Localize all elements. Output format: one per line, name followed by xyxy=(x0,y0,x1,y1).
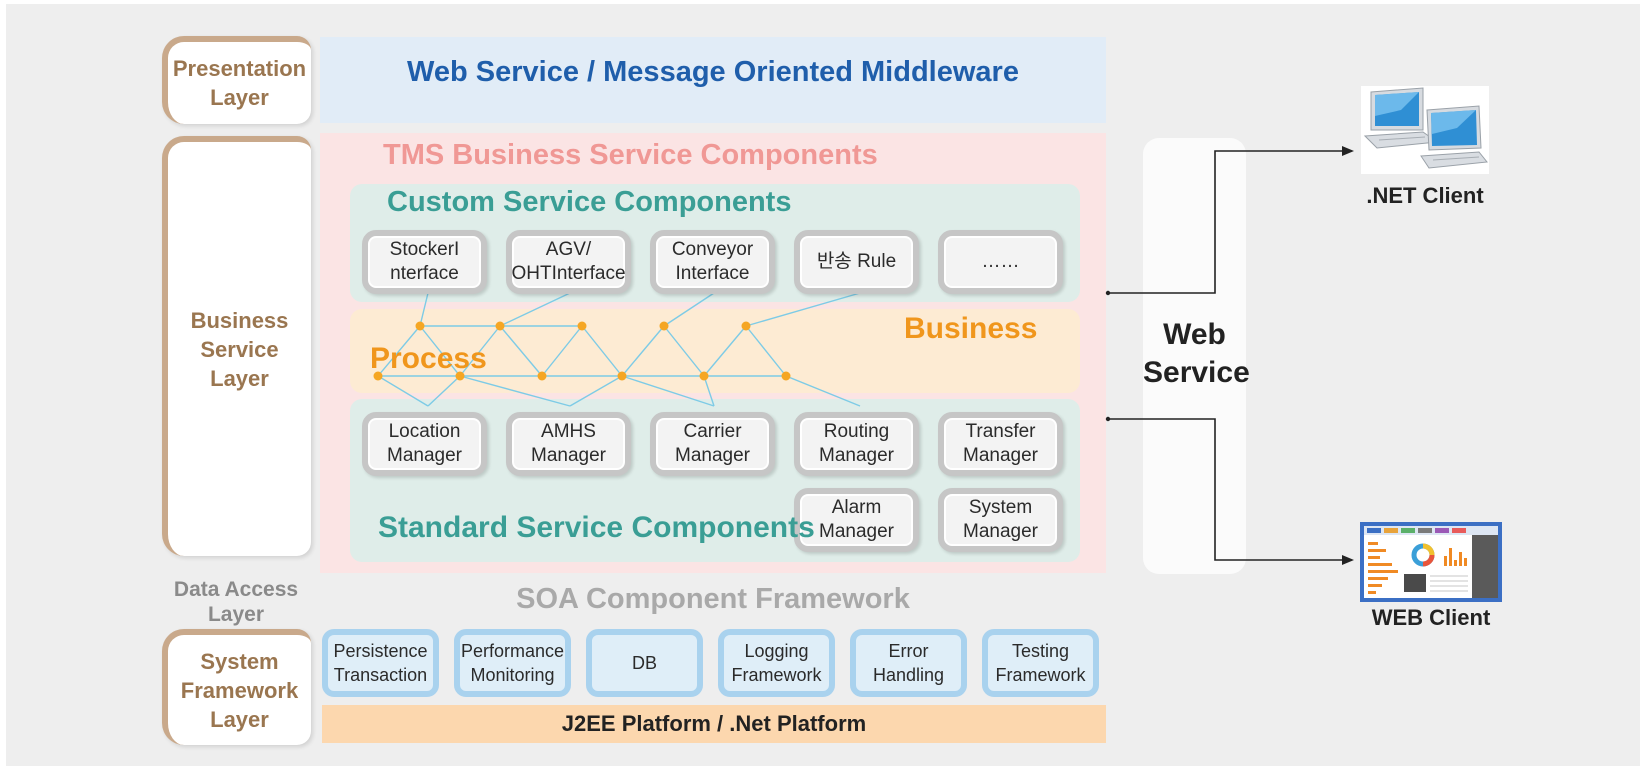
component-label: Transfer Manager xyxy=(963,421,1038,466)
stocker-interface-component: StockerI nterface xyxy=(362,230,487,294)
routing-manager-component: Routing Manager xyxy=(794,412,919,476)
custom-service-title: Custom Service Components xyxy=(387,186,792,218)
performance-monitoring-component: Performance Monitoring xyxy=(454,629,571,697)
web-client-label: WEB Client xyxy=(1371,605,1491,630)
platform-label: J2EE Platform / .Net Platform xyxy=(561,711,867,736)
framework-label: Testing Framework xyxy=(995,641,1086,685)
web-dashboard-icon xyxy=(1360,522,1502,602)
component-label: AMHS Manager xyxy=(531,421,606,466)
business-service-layer-label: Business Service Layer xyxy=(162,136,311,556)
presentation-title: Web Service / Message Oriented Middlewar… xyxy=(407,56,1019,88)
framework-label: Persistence Transaction xyxy=(333,641,428,685)
data-access-layer-label: Data Access Layer xyxy=(160,577,312,627)
web-service-label: Web Service xyxy=(1143,318,1250,389)
component-label: Carrier Manager xyxy=(675,421,750,466)
web-service-box xyxy=(1143,138,1246,574)
framework-label: Logging Framework xyxy=(731,641,822,685)
more-component: …… xyxy=(938,230,1063,294)
business-label: Business xyxy=(904,312,1038,345)
system-framework-layer-label: System Framework Layer xyxy=(162,629,311,745)
amhs-manager-component: AMHS Manager xyxy=(506,412,631,476)
process-label: Process xyxy=(370,342,487,375)
component-label: 반송 Rule xyxy=(816,251,897,272)
component-label: Routing Manager xyxy=(819,421,894,466)
component-label: AGV/ OHTInterface xyxy=(511,239,626,284)
component-label: Conveyor Interface xyxy=(671,239,754,284)
agv-oht-interface-component: AGV/ OHTInterface xyxy=(506,230,631,294)
error-handling-component: Error Handling xyxy=(850,629,967,697)
location-manager-component: Location Manager xyxy=(362,412,487,476)
component-label: System Manager xyxy=(963,497,1038,542)
business-layer-text: Business Service Layer xyxy=(190,307,289,391)
framework-label: Performance Monitoring xyxy=(460,641,565,685)
platform-bar: J2EE Platform / .Net Platform xyxy=(322,705,1106,743)
tms-title: TMS Business Service Components xyxy=(383,139,878,171)
conveyor-interface-component: Conveyor Interface xyxy=(650,230,775,294)
persistence-transaction-component: Persistence Transaction xyxy=(322,629,439,697)
component-label: Alarm Manager xyxy=(819,497,894,542)
system-framework-layer-text: System Framework Layer xyxy=(180,648,299,732)
presentation-layer-text: Presentation Layer xyxy=(172,56,307,110)
standard-service-title: Standard Service Components xyxy=(378,511,815,544)
component-label: Location Manager xyxy=(387,421,462,466)
testing-framework-component: Testing Framework xyxy=(982,629,1099,697)
net-client-label: .NET Client xyxy=(1366,183,1484,208)
presentation-panel xyxy=(320,37,1106,123)
db-component: DB xyxy=(586,629,703,697)
carrier-manager-component: Carrier Manager xyxy=(650,412,775,476)
framework-label: DB xyxy=(631,653,657,673)
framework-label: Error Handling xyxy=(872,641,945,685)
data-access-layer-text: Data Access Layer xyxy=(173,578,299,626)
soa-framework-title: SOA Component Framework xyxy=(516,583,910,615)
transfer-manager-component: Transfer Manager xyxy=(938,412,1063,476)
component-label: …… xyxy=(981,251,1020,272)
alarm-manager-component: Alarm Manager xyxy=(794,488,919,552)
presentation-layer-label: Presentation Layer xyxy=(162,36,311,124)
computers-icon xyxy=(1361,86,1489,174)
system-manager-component: System Manager xyxy=(938,488,1063,552)
logging-framework-component: Logging Framework xyxy=(718,629,835,697)
transfer-rule-component: 반송 Rule xyxy=(794,230,919,294)
component-label: StockerI nterface xyxy=(389,239,460,284)
